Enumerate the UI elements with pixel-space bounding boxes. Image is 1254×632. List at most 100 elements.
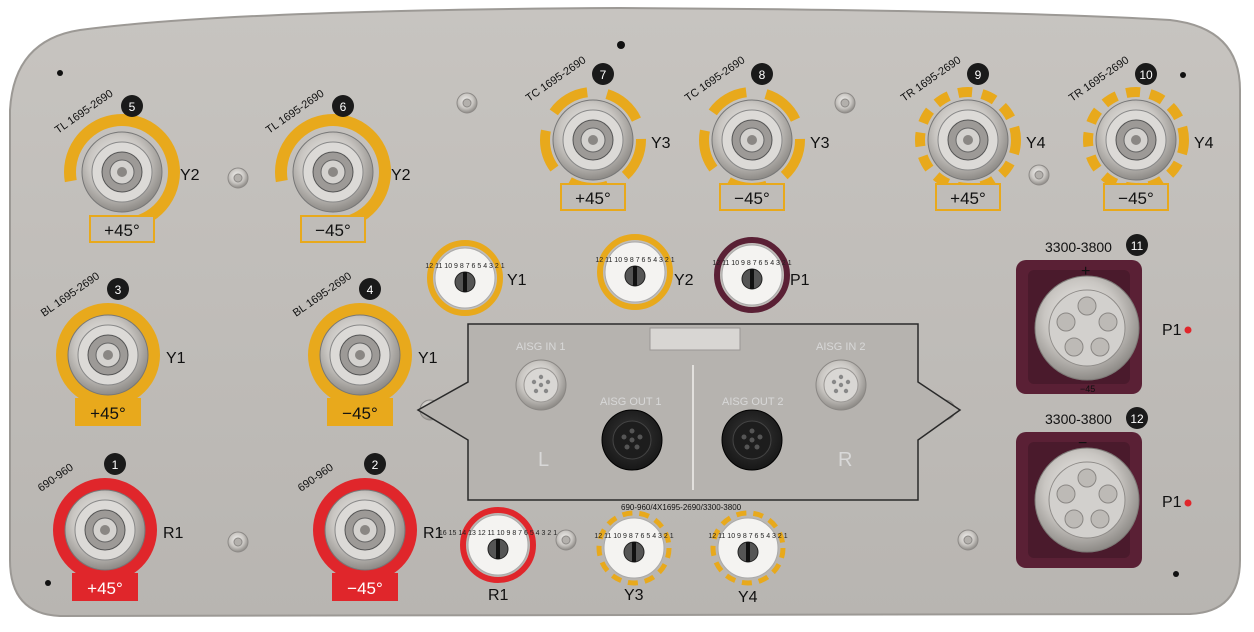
dial-y4-label: Y4 [738, 589, 758, 606]
connector-4-number: 4 [367, 283, 374, 297]
connector-12[interactable]: − [1016, 432, 1142, 568]
connector-12-indicator [1184, 499, 1192, 507]
aisg-in2-connector[interactable] [815, 359, 867, 411]
connector-12-number: 12 [1130, 412, 1144, 426]
connector-3-port: Y1 [166, 350, 186, 367]
dial-y4[interactable]: 12 11 10 9 8 7 6 5 4 3 2 1 Y4 [708, 510, 788, 606]
connector-11-bottom-mark: −45 [1080, 384, 1095, 394]
dial-y1-label: Y1 [507, 272, 527, 289]
connector-11-number: 11 [1131, 239, 1144, 253]
dial-y3-label: Y3 [624, 587, 644, 604]
connector-11-top-mark: + [1081, 263, 1090, 280]
connector-8-tilt: −45° [734, 189, 770, 208]
connector-7-port: Y3 [651, 135, 671, 152]
connector-1-number-badge [104, 453, 126, 475]
dial-scale: 12 11 10 9 8 7 6 5 4 3 2 1 [595, 257, 674, 264]
connector-4-tilt: −45° [342, 404, 378, 423]
dial-scale: 12 11 10 9 8 7 6 5 4 3 2 1 [425, 263, 504, 270]
mount-hole [617, 41, 625, 49]
connector-9-tilt: +45° [950, 189, 986, 208]
aisg-in1-label: AISG IN 1 [516, 341, 566, 353]
connector-3-number-badge [107, 278, 129, 300]
mount-hole [1180, 72, 1186, 78]
connector-9-port: Y4 [1026, 135, 1046, 152]
dial-scale: 12 11 10 9 8 7 6 5 4 3 2 1 [712, 260, 791, 267]
connector-8-port: Y3 [810, 135, 830, 152]
connector-5-tilt: +45° [104, 221, 140, 240]
aisg-out2-label: AISG OUT 2 [722, 396, 784, 408]
dial-scale: 12 11 10 9 8 7 6 5 4 3 2 1 [708, 533, 787, 540]
connector-2-number-badge [364, 453, 386, 475]
screw-head [227, 531, 249, 553]
aisg-plate-tab [649, 327, 741, 351]
connector-12-number-badge [1126, 407, 1148, 429]
connector-11[interactable]: + −45 [1016, 260, 1142, 394]
connector-2-number: 2 [372, 458, 379, 472]
connector-1-tilt: +45° [87, 579, 123, 598]
connector-5-number: 5 [129, 100, 136, 114]
connector-10-number-badge [1135, 63, 1157, 85]
connector-7-number-badge [592, 63, 614, 85]
aisg-in1-connector[interactable] [515, 359, 567, 411]
connector-10-number: 10 [1139, 68, 1153, 82]
connector-4-port: Y1 [418, 350, 438, 367]
dial-r1[interactable]: 16 15 14 13 12 11 10 9 8 7 6 5 4 3 2 1 R1 [439, 507, 557, 604]
dial-y2-label: Y2 [674, 272, 694, 289]
aisg-right-label: R [838, 449, 852, 471]
connector-2-port: R1 [423, 525, 444, 542]
connector-2-tilt: −45° [347, 579, 383, 598]
connector-6-number-badge [332, 95, 354, 117]
connector-12-port: P1 [1162, 494, 1182, 511]
dial-y1[interactable]: 12 11 10 9 8 7 6 5 4 3 2 1Y1 [425, 240, 527, 316]
connector-11-band: 3300-3800 [1045, 239, 1112, 255]
dial-r1-label: R1 [488, 587, 509, 604]
connector-3-tilt: +45° [90, 404, 126, 423]
connector-11-port: P1 [1162, 322, 1182, 339]
dial-scale: 16 15 14 13 12 11 10 9 8 7 6 5 4 3 2 1 [439, 530, 557, 537]
dial-y3[interactable]: 12 11 10 9 8 7 6 5 4 3 2 1 Y3 [594, 510, 674, 604]
connector-5-number-badge [121, 95, 143, 117]
screw-head [957, 529, 979, 551]
connector-9-number: 9 [975, 68, 982, 82]
connector-8-number: 8 [759, 68, 766, 82]
connector-4-number-badge [359, 278, 381, 300]
dial-p1[interactable]: 12 11 10 9 8 7 6 5 4 3 2 1 P1 [712, 237, 810, 313]
connector-10-port: Y4 [1194, 135, 1214, 152]
connector-10-tilt: −45° [1118, 189, 1154, 208]
connector-3-number: 3 [115, 283, 122, 297]
aisg-out1-connector[interactable] [601, 409, 663, 471]
screw-head [834, 92, 856, 114]
dial-p1-label: P1 [790, 272, 810, 289]
dial-y2[interactable]: 12 11 10 9 8 7 6 5 4 3 2 1 Y2 [595, 234, 694, 310]
aisg-in2-label: AISG IN 2 [816, 341, 866, 353]
connector-11-indicator [1184, 326, 1192, 334]
screw-head [456, 92, 478, 114]
connector-12-top-mark: − [1078, 435, 1087, 452]
connector-6-number: 6 [340, 100, 347, 114]
connector-11-number-badge [1126, 234, 1148, 256]
aisg-out1-label: AISG OUT 1 [600, 396, 662, 408]
connector-7-tilt: +45° [575, 189, 611, 208]
connector-1-number: 1 [112, 458, 119, 472]
aisg-caption: 690-960/4X1695-2690/3300-3800 [621, 503, 742, 512]
connector-7-number: 7 [600, 68, 607, 82]
connector-5-port: Y2 [180, 167, 200, 184]
dial-scale: 12 11 10 9 8 7 6 5 4 3 2 1 [594, 533, 673, 540]
screw-head [555, 529, 577, 551]
aisg-out2-connector[interactable] [721, 409, 783, 471]
mount-hole [57, 70, 63, 76]
mount-hole [1173, 571, 1179, 577]
connector-9-number-badge [967, 63, 989, 85]
connector-8-number-badge [751, 63, 773, 85]
mount-hole [45, 580, 51, 586]
screw-head [1028, 164, 1050, 186]
screw-head [227, 167, 249, 189]
connector-6-tilt: −45° [315, 221, 351, 240]
